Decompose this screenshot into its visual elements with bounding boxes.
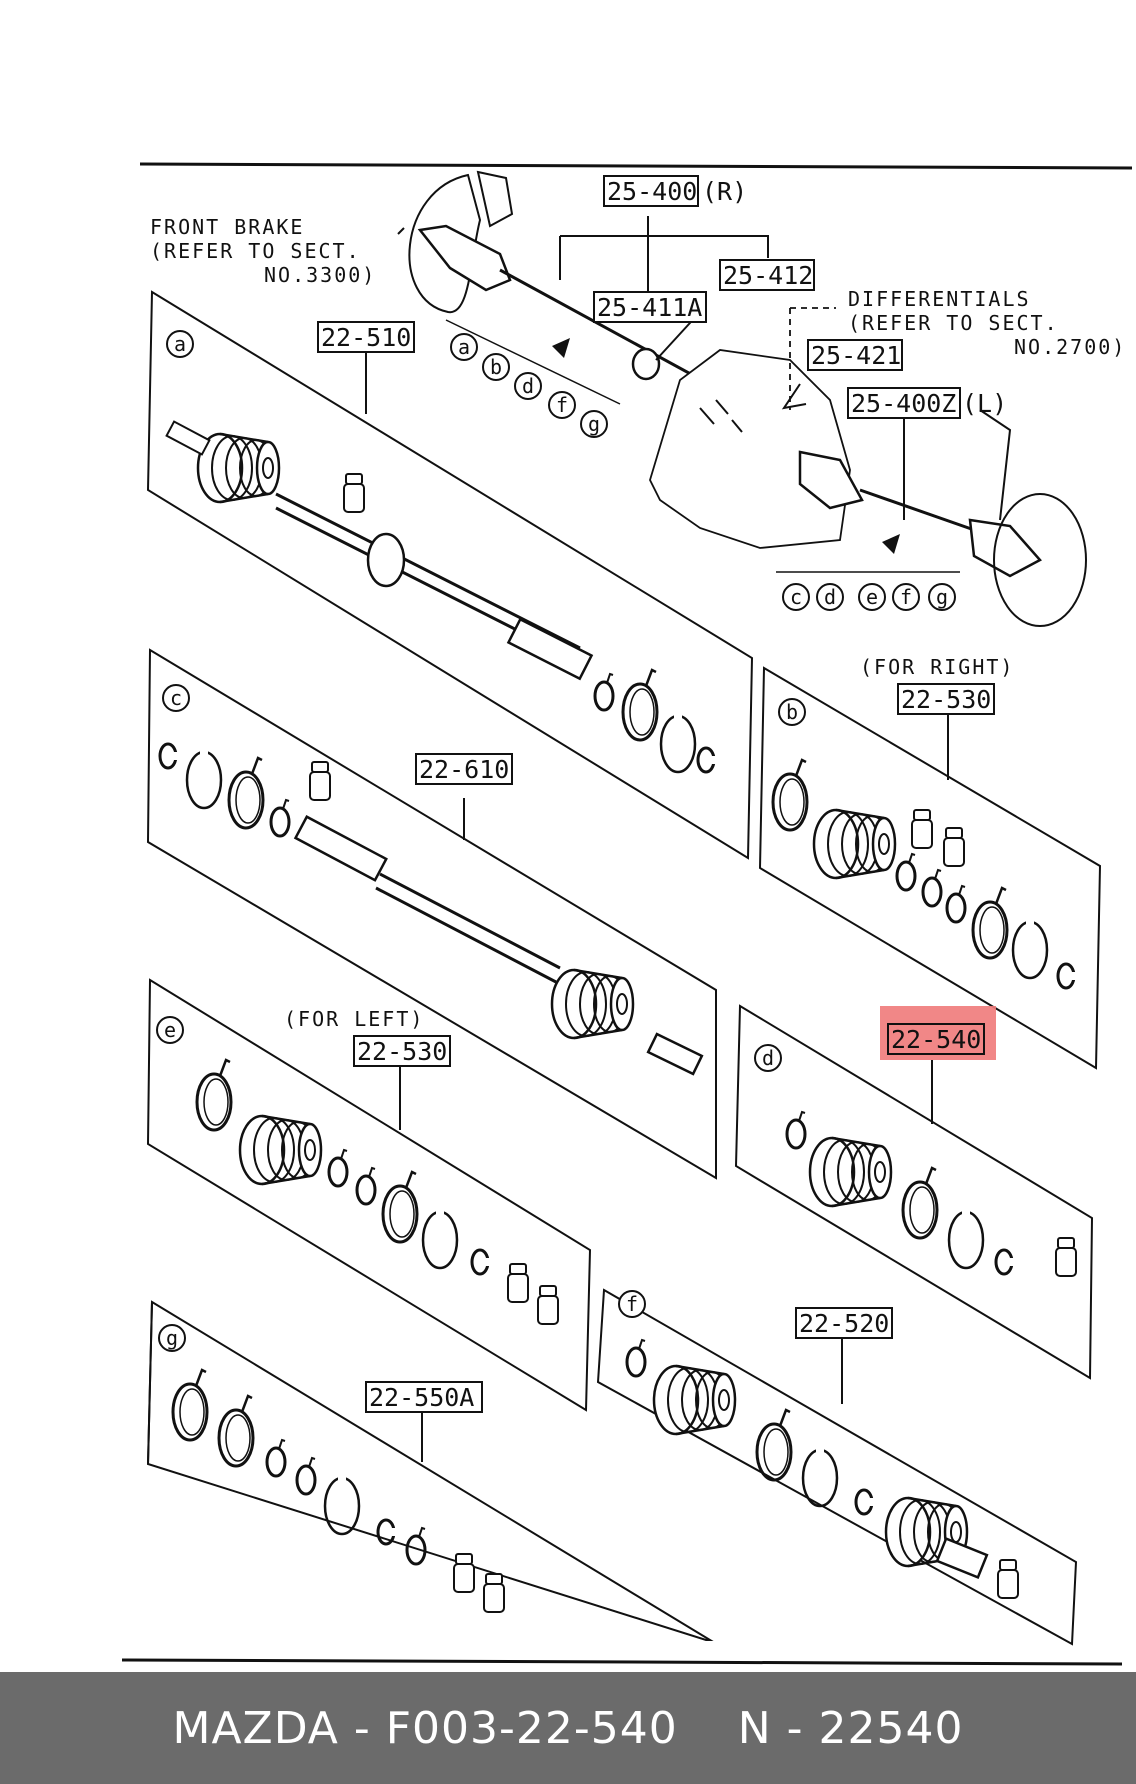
panel-b: b (FOR RIGHT) 22-530 <box>758 655 1102 1070</box>
part-suffix: (L) <box>962 389 1007 418</box>
footer-reference: N - 22540 <box>737 1702 964 1754</box>
svg-text:a: a <box>458 335 470 359</box>
part-number-22-520: 22-520 <box>799 1309 889 1338</box>
part-number-22-530-left: 22-530 <box>357 1037 447 1066</box>
front-brake-note: FRONT BRAKE <box>150 215 304 239</box>
panel-d: d 22-540 <box>734 1004 1094 1380</box>
svg-text:b: b <box>490 355 502 379</box>
svg-text:d: d <box>522 374 534 398</box>
part-number-22-530-right: 22-530 <box>901 685 991 714</box>
part-number-25-400: 25-400 <box>607 177 697 206</box>
svg-text:c: c <box>790 585 802 609</box>
panel-e: e (FOR LEFT) 22-530 <box>146 978 592 1412</box>
differentials-note: (REFER TO SECT. <box>848 311 1059 335</box>
part-number-22-610: 22-610 <box>419 755 509 784</box>
transaxle-case <box>649 349 851 549</box>
part-number-25-412: 25-412 <box>723 261 813 290</box>
differentials-note: DIFFERENTIALS <box>848 287 1031 311</box>
panel-f: f 22-520 <box>596 1288 1078 1646</box>
panel-a: a 22-510 <box>146 290 754 860</box>
for-left-note: (FOR LEFT) <box>284 1007 424 1031</box>
svg-text:g: g <box>936 585 948 609</box>
svg-text:f: f <box>900 585 912 609</box>
kit-letter-e: e <box>164 1018 176 1042</box>
kit-letter-g: g <box>166 1326 178 1350</box>
kit-letter-a: a <box>174 332 186 356</box>
part-number-25-400Z: 25-400Z <box>851 389 956 418</box>
for-right-note: (FOR RIGHT) <box>860 655 1014 679</box>
kit-letter-row: c d e f g <box>782 583 956 611</box>
arrow-icon <box>882 534 900 554</box>
front-brake-note: (REFER TO SECT. <box>150 239 361 263</box>
panel-g: g 22-550A <box>146 1300 714 1641</box>
svg-text:d: d <box>824 585 836 609</box>
part-number-22-550A: 22-550A <box>369 1383 474 1412</box>
kit-letter-c: c <box>170 686 182 710</box>
part-suffix: (R) <box>702 177 747 206</box>
footer-part-number: MAZDA - F003-22-540 <box>172 1702 678 1754</box>
panel-c: c 22-610 <box>146 648 717 1180</box>
part-number-25-421: 25-421 <box>811 341 901 370</box>
highlight-box <box>880 1006 996 1060</box>
svg-text:f: f <box>556 393 568 417</box>
part-number-25-411A: 25-411A <box>597 293 702 322</box>
differentials-note: NO.2700) <box>1014 335 1126 359</box>
svg-text:g: g <box>588 412 600 436</box>
front-brake-note: NO.3300) <box>264 263 376 287</box>
kit-letter-b: b <box>786 700 798 724</box>
left-drive-shaft <box>798 409 1087 627</box>
part-number-22-510: 22-510 <box>321 323 411 352</box>
footer-caption-bar: MAZDA - F003-22-540 N - 22540 <box>0 1672 1136 1784</box>
parts-diagram: FRONT BRAKE (REFER TO SECT. NO.3300) DIF… <box>121 162 1133 1666</box>
kit-letter-f: f <box>626 1292 638 1316</box>
part-number-22-540: 22-540 <box>891 1025 981 1054</box>
kit-letter-d: d <box>762 1046 774 1070</box>
kit-letter-row: a b d f g <box>450 333 608 438</box>
svg-text:e: e <box>866 585 878 609</box>
arrow-icon <box>552 338 570 358</box>
